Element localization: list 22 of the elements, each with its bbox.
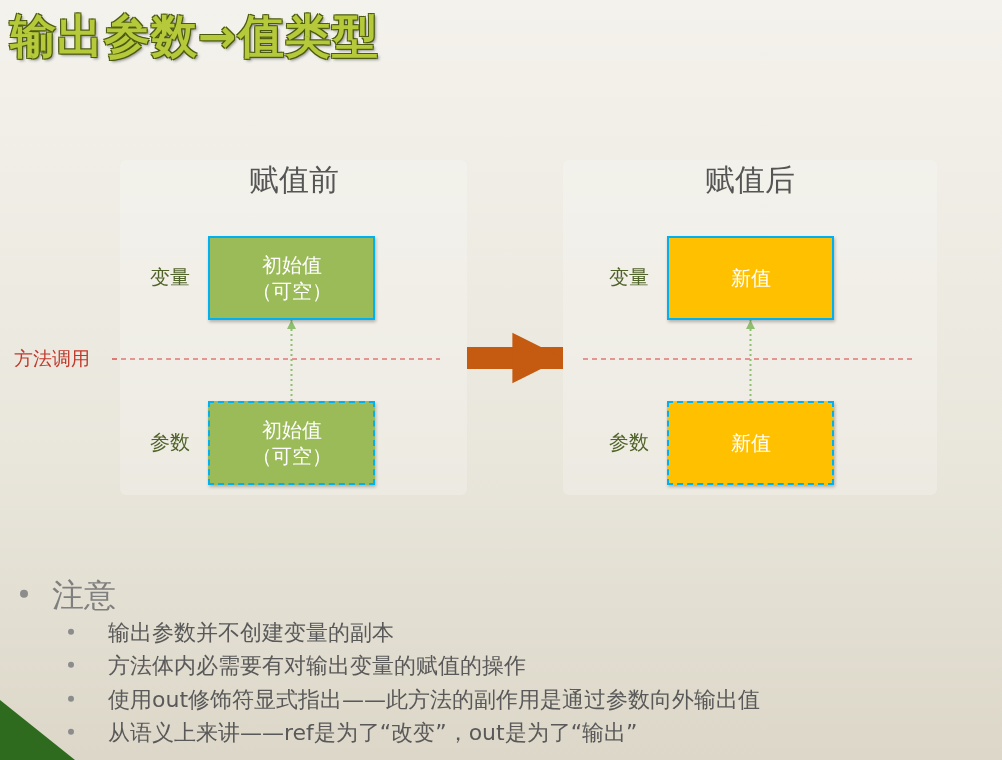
dashed-box: 初始值（可空） [208,401,375,485]
row-label: 变量 [609,264,649,291]
row-label: 变量 [150,264,190,291]
slide-title: 输出参数→值类型 [10,8,379,65]
line-label: 方法调用 [14,346,90,371]
arrow [287,319,296,402]
note-text: 输出参数并不创建变量的副本 [108,619,394,647]
panel-heading: 赋值后 [704,161,796,199]
value-box: 新值 [667,236,834,320]
dashed-box: 新值 [667,401,834,485]
panel-heading: 赋值前 [247,161,340,199]
panel-background [120,160,467,495]
panel-background [563,160,937,495]
row-label: 参数 [150,429,190,456]
note-heading: 注意 [52,575,116,616]
value-box: 初始值（可空） [208,236,375,320]
arrow [746,319,755,402]
note-text: 从语义上来讲——ref是为了“改变”，out是为了“输出” [108,719,638,747]
arrow [467,332,563,384]
note-text: 使用out修饰符显式指出——此方法的副作用是通过参数向外输出值 [108,686,761,714]
row-label: 参数 [609,429,649,456]
note-text: 方法体内必需要有对输出变量的赋值的操作 [108,652,526,680]
